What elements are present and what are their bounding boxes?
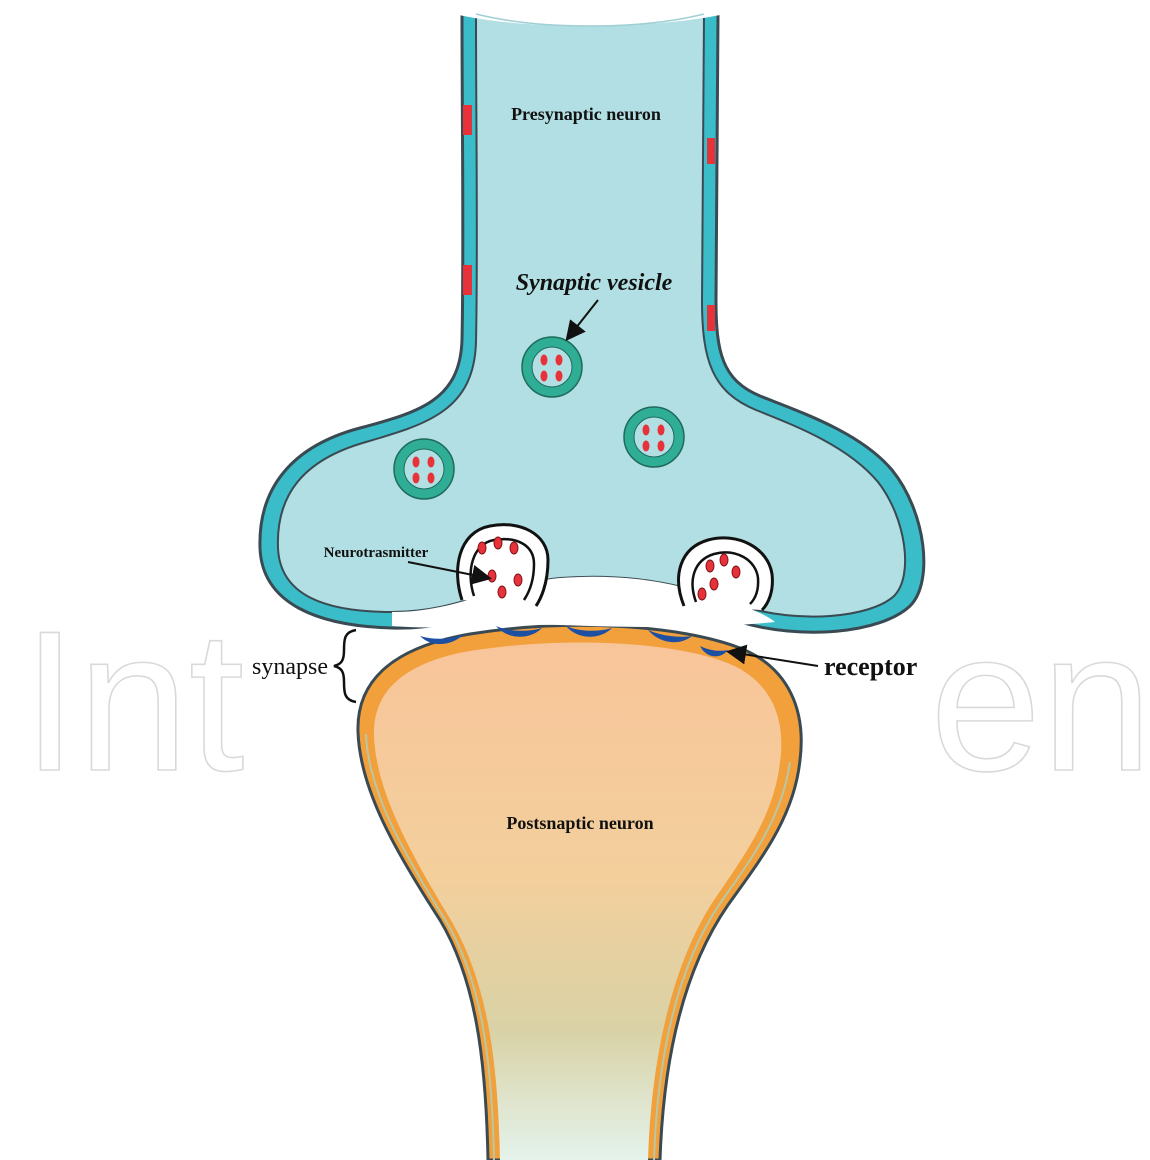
synaptic-vesicle bbox=[522, 337, 582, 397]
synapse-label: synapse bbox=[252, 654, 328, 680]
watermark-right: en bbox=[930, 590, 1150, 813]
synaptic-vesicle bbox=[394, 439, 454, 499]
receptor-label: receptor bbox=[824, 652, 917, 681]
ion-channel bbox=[463, 265, 472, 295]
ion-channel bbox=[707, 305, 715, 331]
ion-channel bbox=[463, 105, 472, 135]
presynaptic-label: Presynaptic neuron bbox=[511, 104, 661, 124]
fusing-vesicle-right bbox=[679, 538, 773, 610]
neurotransmitter-label: Neurotrasmitter bbox=[324, 545, 429, 561]
presynaptic-neuron bbox=[260, 0, 924, 632]
vesicle-label: Synaptic vesicle bbox=[516, 270, 673, 296]
synapse-brace bbox=[334, 630, 356, 702]
postsynaptic-label: Postsnaptic neuron bbox=[506, 813, 653, 833]
synaptic-vesicle bbox=[624, 407, 684, 467]
postsynaptic-neuron bbox=[358, 625, 801, 1160]
watermark-left: Int bbox=[22, 590, 244, 813]
ion-channel bbox=[707, 138, 715, 164]
